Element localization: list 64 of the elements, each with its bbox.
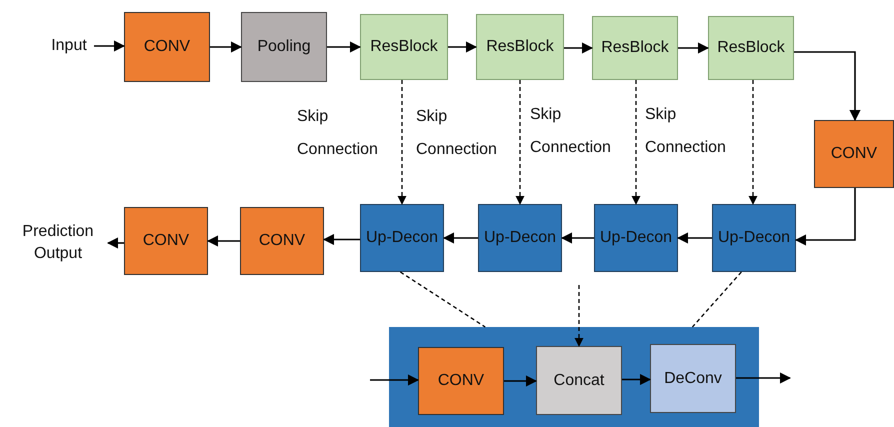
process-box: [240, 207, 324, 275]
process-box: [124, 12, 210, 82]
process-box: [418, 347, 504, 415]
arrow: [794, 188, 856, 246]
box-label: CONV: [830, 144, 878, 164]
box-label: Pooling: [257, 37, 311, 58]
box-label: Up-Decon: [484, 228, 556, 248]
box-label: CONV: [438, 371, 484, 392]
process-box: [476, 14, 564, 80]
arrow: [322, 234, 360, 246]
box-label: CONV: [258, 231, 306, 252]
arrow: [327, 41, 362, 53]
arrow: [560, 232, 594, 244]
skip-connection-label: Skip Connection: [530, 105, 612, 158]
arrow: [515, 80, 525, 205]
box-label: CONV: [144, 37, 190, 58]
arrow: [676, 232, 712, 244]
input-label: Input: [44, 34, 94, 58]
process-box: [708, 16, 794, 80]
process-box: [478, 204, 562, 272]
box-label: Up-Decon: [600, 228, 672, 248]
arrow: [794, 51, 861, 122]
module-panel: [389, 327, 759, 427]
arrow: [574, 285, 584, 347]
process-box: [536, 346, 622, 415]
box-label: Up-Decon: [718, 228, 790, 248]
arrow: [504, 375, 538, 387]
process-box: [592, 16, 678, 80]
arrow: [94, 40, 126, 52]
output-label: Prediction Output: [8, 216, 108, 270]
skip-connection-label: Skip Connection: [645, 105, 727, 158]
process-box: [360, 14, 448, 80]
box-label: ResBlock: [370, 37, 438, 58]
arrow: [678, 42, 710, 54]
skip-connection-label: Skip Connection: [416, 107, 498, 160]
box-label: DeConv: [664, 368, 722, 389]
box-label: Concat: [554, 370, 604, 391]
process-box: [241, 12, 327, 82]
arrow: [736, 372, 792, 384]
arrow: [622, 374, 652, 386]
arrow: [210, 41, 242, 53]
box-label: ResBlock: [601, 38, 669, 58]
connector-line: [400, 271, 486, 328]
process-box: [594, 204, 678, 272]
arrow: [397, 80, 407, 205]
arrow: [564, 42, 594, 54]
skip-connection-label: Skip Connection: [297, 107, 379, 160]
process-box: [124, 207, 208, 275]
arrow: [106, 237, 124, 249]
box-label: ResBlock: [486, 37, 554, 58]
arrow: [442, 232, 478, 244]
arrow: [370, 374, 420, 386]
process-box: [360, 204, 444, 272]
box-label: CONV: [142, 231, 190, 252]
process-box: [814, 120, 894, 188]
process-box: [712, 204, 796, 272]
box-label: Up-Decon: [366, 228, 438, 248]
arrow: [448, 41, 478, 53]
arrow: [631, 80, 641, 205]
arrow: [748, 80, 758, 205]
arrow: [206, 235, 240, 247]
process-box: [650, 344, 736, 413]
connector-line: [692, 272, 742, 328]
box-label: ResBlock: [717, 38, 785, 58]
